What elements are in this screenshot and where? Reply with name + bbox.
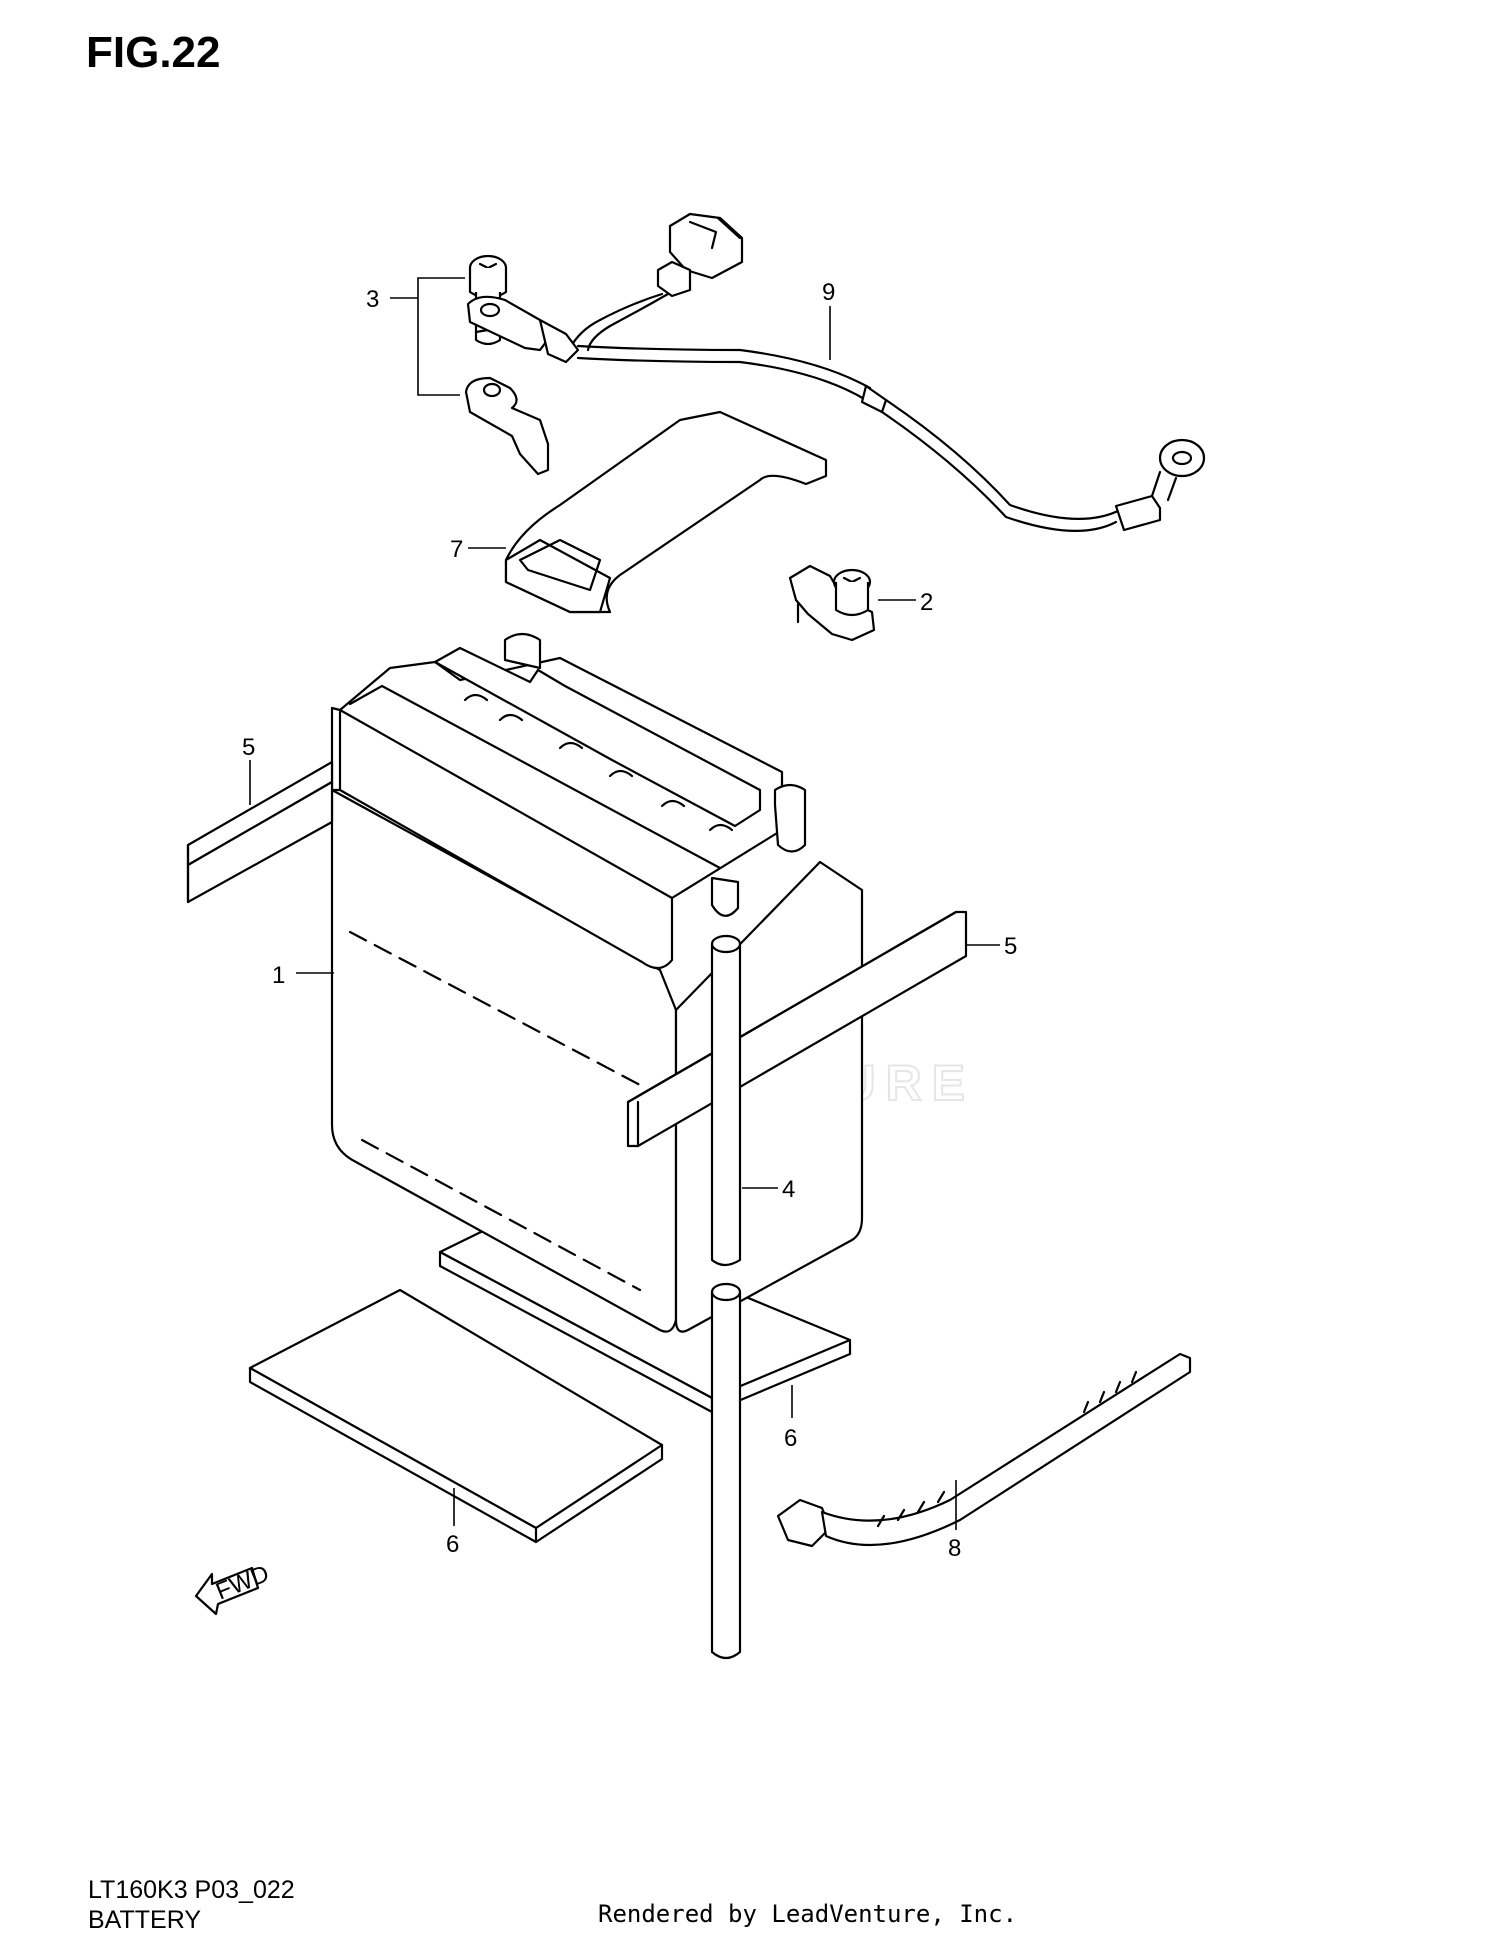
- callout-4: 4: [782, 1176, 795, 1203]
- callout-6-left: 6: [446, 1531, 459, 1558]
- terminal-bolt-nut: [788, 564, 876, 642]
- fwd-arrow-icon: FWD: [194, 1560, 273, 1616]
- section-name: BATTERY: [88, 1906, 201, 1934]
- callout-5-left: 5: [242, 734, 255, 761]
- cushion-strip-upper-left: [186, 760, 334, 904]
- model-code: LT160K3 P03_022: [88, 1876, 295, 1904]
- bolt-set: [464, 254, 550, 476]
- lead-wire: [466, 212, 1206, 532]
- callout-7: 7: [450, 536, 463, 563]
- breather-hose: [710, 934, 742, 1660]
- battery-band: [504, 410, 828, 614]
- cushion-pad-lower-left: [248, 1288, 664, 1544]
- callout-9: 9: [822, 279, 835, 306]
- callout-3: 3: [366, 286, 379, 313]
- figure-title: FIG.22: [86, 28, 221, 77]
- leader-lines: [249, 277, 1000, 1530]
- battery-body: [330, 632, 864, 1333]
- callout-2: 2: [920, 589, 933, 616]
- callout-5-right: 5: [1004, 933, 1017, 960]
- callout-8: 8: [948, 1535, 961, 1562]
- render-credit: Rendered by LeadVenture, Inc.: [598, 1900, 1018, 1928]
- cable-tie: [776, 1352, 1192, 1548]
- fwd-label: FWD: [212, 1560, 273, 1606]
- callout-6-right: 6: [784, 1425, 797, 1452]
- callout-1: 1: [272, 962, 285, 989]
